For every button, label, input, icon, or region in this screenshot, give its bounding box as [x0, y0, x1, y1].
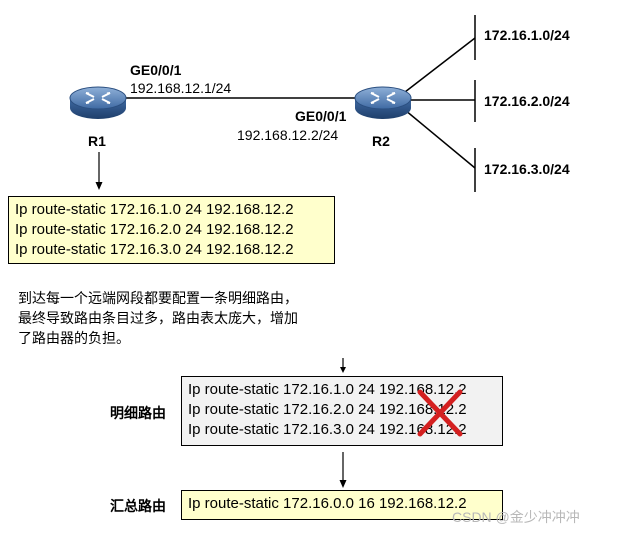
note-line-1: 到达每一个远端网段都要配置一条明细路由，: [18, 290, 298, 306]
arrow-r1-to-routes: [95, 152, 103, 190]
detail-route-label: 明细路由: [110, 405, 166, 421]
router-r1-icon: [69, 86, 127, 119]
arrow-detail-to-summary: [339, 452, 347, 488]
r2-ip-label: 192.168.12.2/24: [237, 127, 339, 143]
r1-ip-label: 192.168.12.1/24: [130, 80, 232, 96]
route-line-1: Ip route-static 172.16.1.0 24 192.168.12…: [15, 201, 294, 218]
static-route-box: Ip route-static 172.16.1.0 24 192.168.12…: [8, 196, 335, 264]
detail-route-line-2: Ip route-static 172.16.2.0 24 192.168.12…: [188, 401, 467, 418]
detail-route-line-3: Ip route-static 172.16.3.0 24 192.168.12…: [188, 421, 467, 438]
explanation-note: 到达每一个远端网段都要配置一条明细路由， 最终导致路由条目过多，路由表太庞大，增…: [18, 288, 298, 348]
note-line-2: 最终导致路由条目过多，路由表太庞大，增加: [18, 310, 298, 326]
network-label-3: 172.16.3.0/24: [484, 161, 570, 177]
link-r2-net1: [404, 37, 476, 93]
summary-route-line: Ip route-static 172.16.0.0 16 192.168.12…: [188, 495, 467, 512]
detail-route-line-1: Ip route-static 172.16.1.0 24 192.168.12…: [188, 381, 467, 398]
summary-route-box: Ip route-static 172.16.0.0 16 192.168.12…: [181, 490, 503, 520]
r1-name-label: R1: [88, 133, 106, 149]
network-label-1: 172.16.1.0/24: [484, 27, 570, 43]
detail-route-box: Ip route-static 172.16.1.0 24 192.168.12…: [181, 376, 503, 446]
link-r2-net3: [404, 109, 476, 169]
summary-route-label: 汇总路由: [110, 498, 166, 514]
route-line-2: Ip route-static 172.16.2.0 24 192.168.12…: [15, 221, 294, 238]
r1-interface-label: GE0/0/1: [130, 62, 182, 78]
watermark: CSDN @金少冲冲冲: [452, 509, 580, 525]
route-line-3: Ip route-static 172.16.3.0 24 192.168.12…: [15, 241, 294, 258]
r2-interface-label: GE0/0/1: [295, 108, 347, 124]
router-r2-icon: [354, 86, 412, 119]
network-label-2: 172.16.2.0/24: [484, 93, 570, 109]
note-line-3: 了路由器的负担。: [18, 330, 130, 346]
r2-name-label: R2: [372, 133, 390, 149]
arrow-into-detail: [340, 358, 346, 373]
